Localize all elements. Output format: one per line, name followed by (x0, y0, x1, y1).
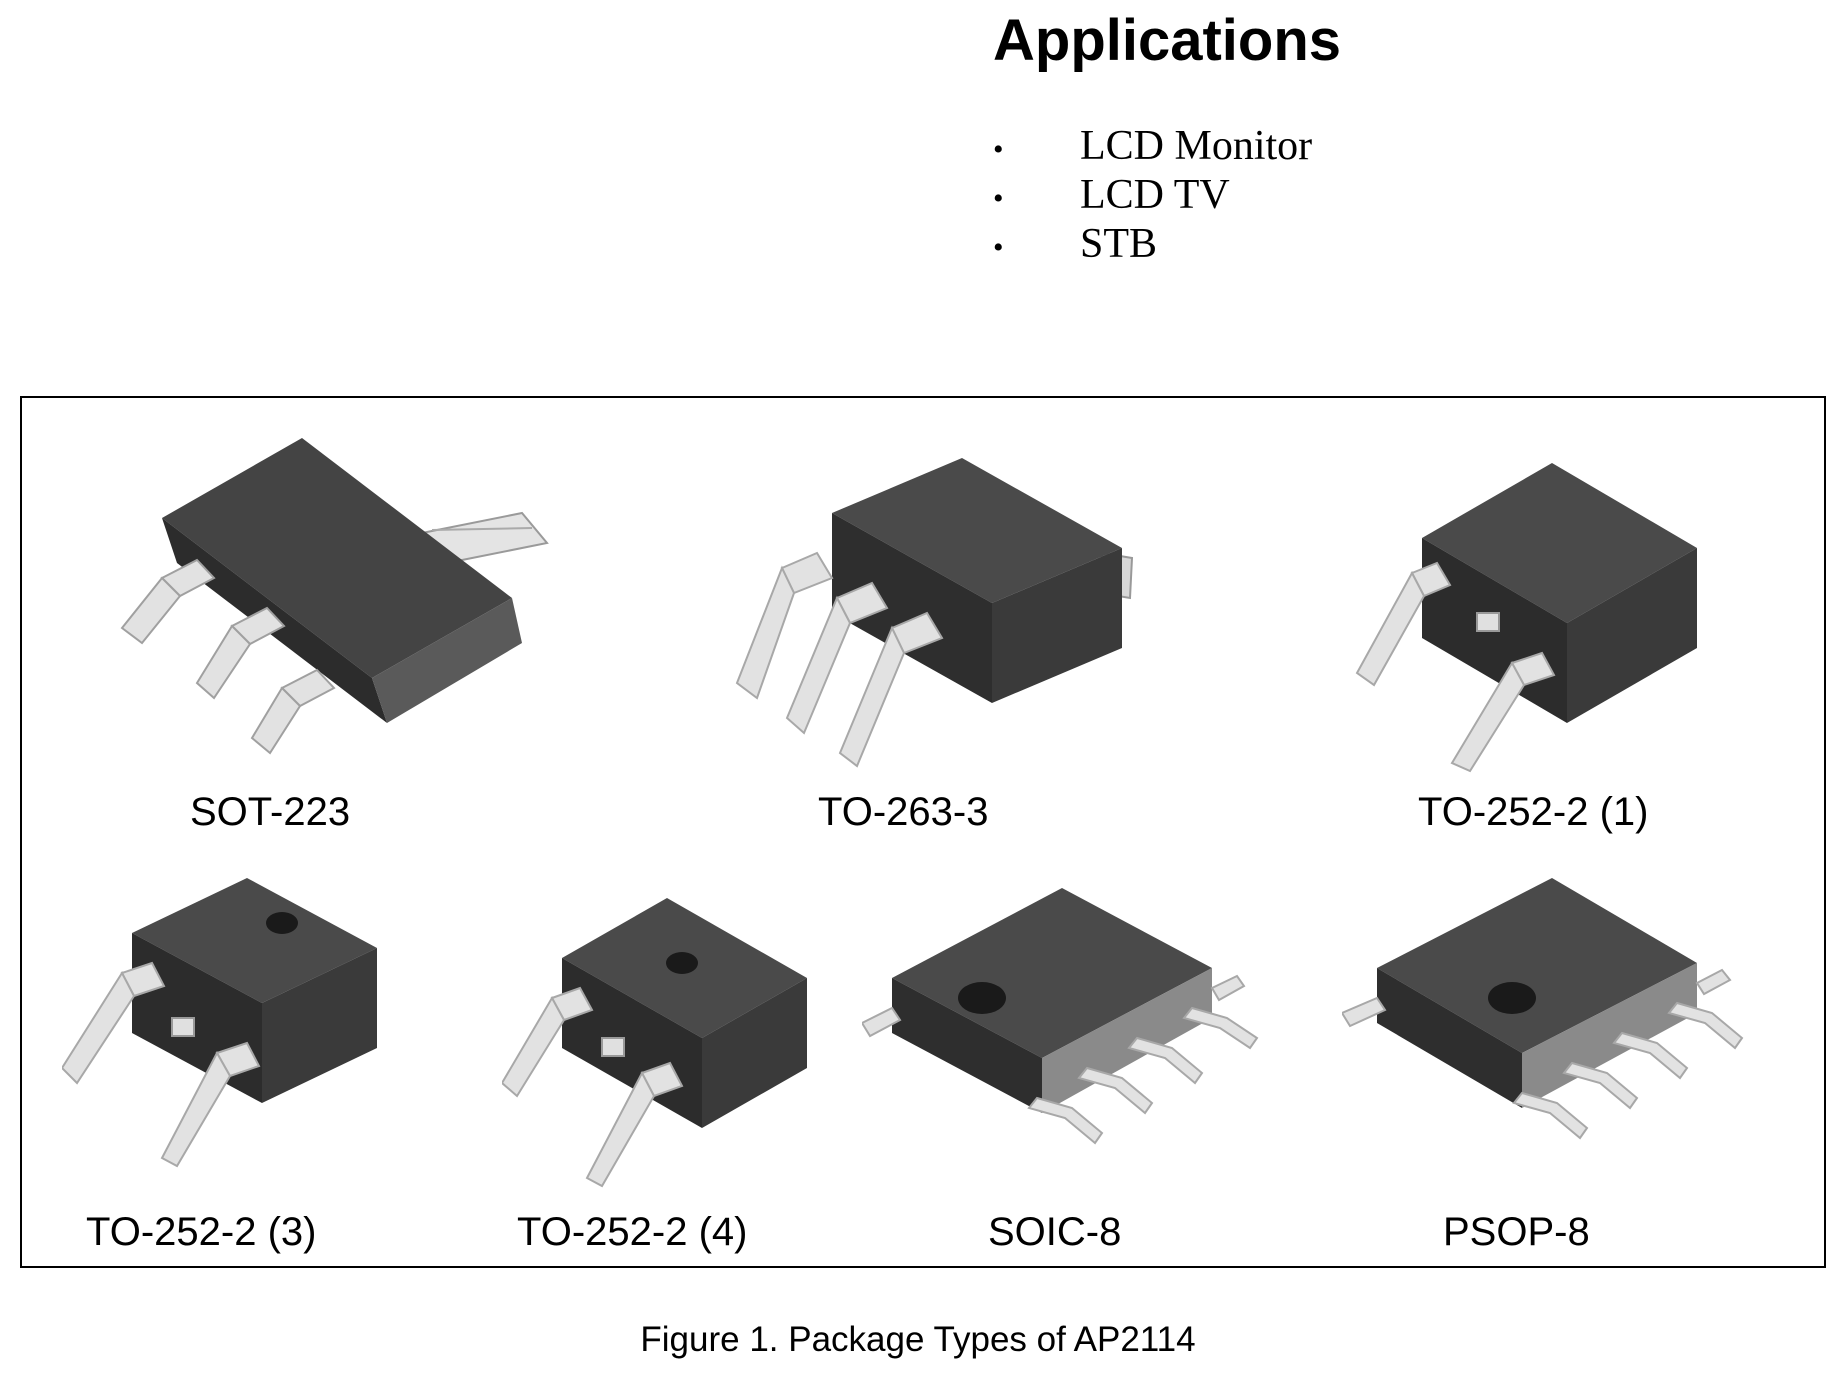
list-item: • LCD TV (993, 171, 1312, 220)
package-label-to-252-2-1: TO-252-2 (1) (1418, 790, 1649, 834)
to-252-2-3-package-icon (62, 878, 377, 1168)
package-label-to-252-2-4: TO-252-2 (4) (517, 1210, 748, 1254)
applications-heading: Applications (993, 8, 1342, 73)
sot-223-package-icon (120, 438, 549, 755)
application-item-label: STB (1080, 221, 1158, 267)
applications-list: • LCD Monitor • LCD TV • STB (993, 122, 1312, 269)
application-item-label: LCD TV (1080, 172, 1230, 218)
soic-8-package-icon (862, 888, 1259, 1145)
package-label-soic-8: SOIC-8 (988, 1210, 1122, 1254)
bullet: • (993, 133, 1004, 166)
package-label-psop-8: PSOP-8 (1443, 1210, 1590, 1254)
list-item: • LCD Monitor (993, 122, 1312, 171)
package-figure-frame: SOT-223 TO-263-3 TO-252-2 (1) TO-252-2 (… (20, 396, 1826, 1268)
bullet: • (993, 231, 1004, 264)
package-label-to-263-3: TO-263-3 (818, 790, 989, 834)
list-item: • STB (993, 220, 1312, 269)
figure-caption: Figure 1. Package Types of AP2114 (640, 1320, 1196, 1359)
psop-8-package-icon (1342, 878, 1744, 1140)
to-252-2-4-package-icon (502, 898, 807, 1188)
to-263-3-package-icon (735, 458, 1134, 768)
package-label-sot-223: SOT-223 (190, 790, 351, 834)
package-label-to-252-2-3: TO-252-2 (3) (86, 1210, 317, 1254)
application-item-label: LCD Monitor (1080, 123, 1313, 169)
bullet: • (993, 182, 1004, 215)
to-252-2-1-package-icon (1355, 463, 1697, 773)
